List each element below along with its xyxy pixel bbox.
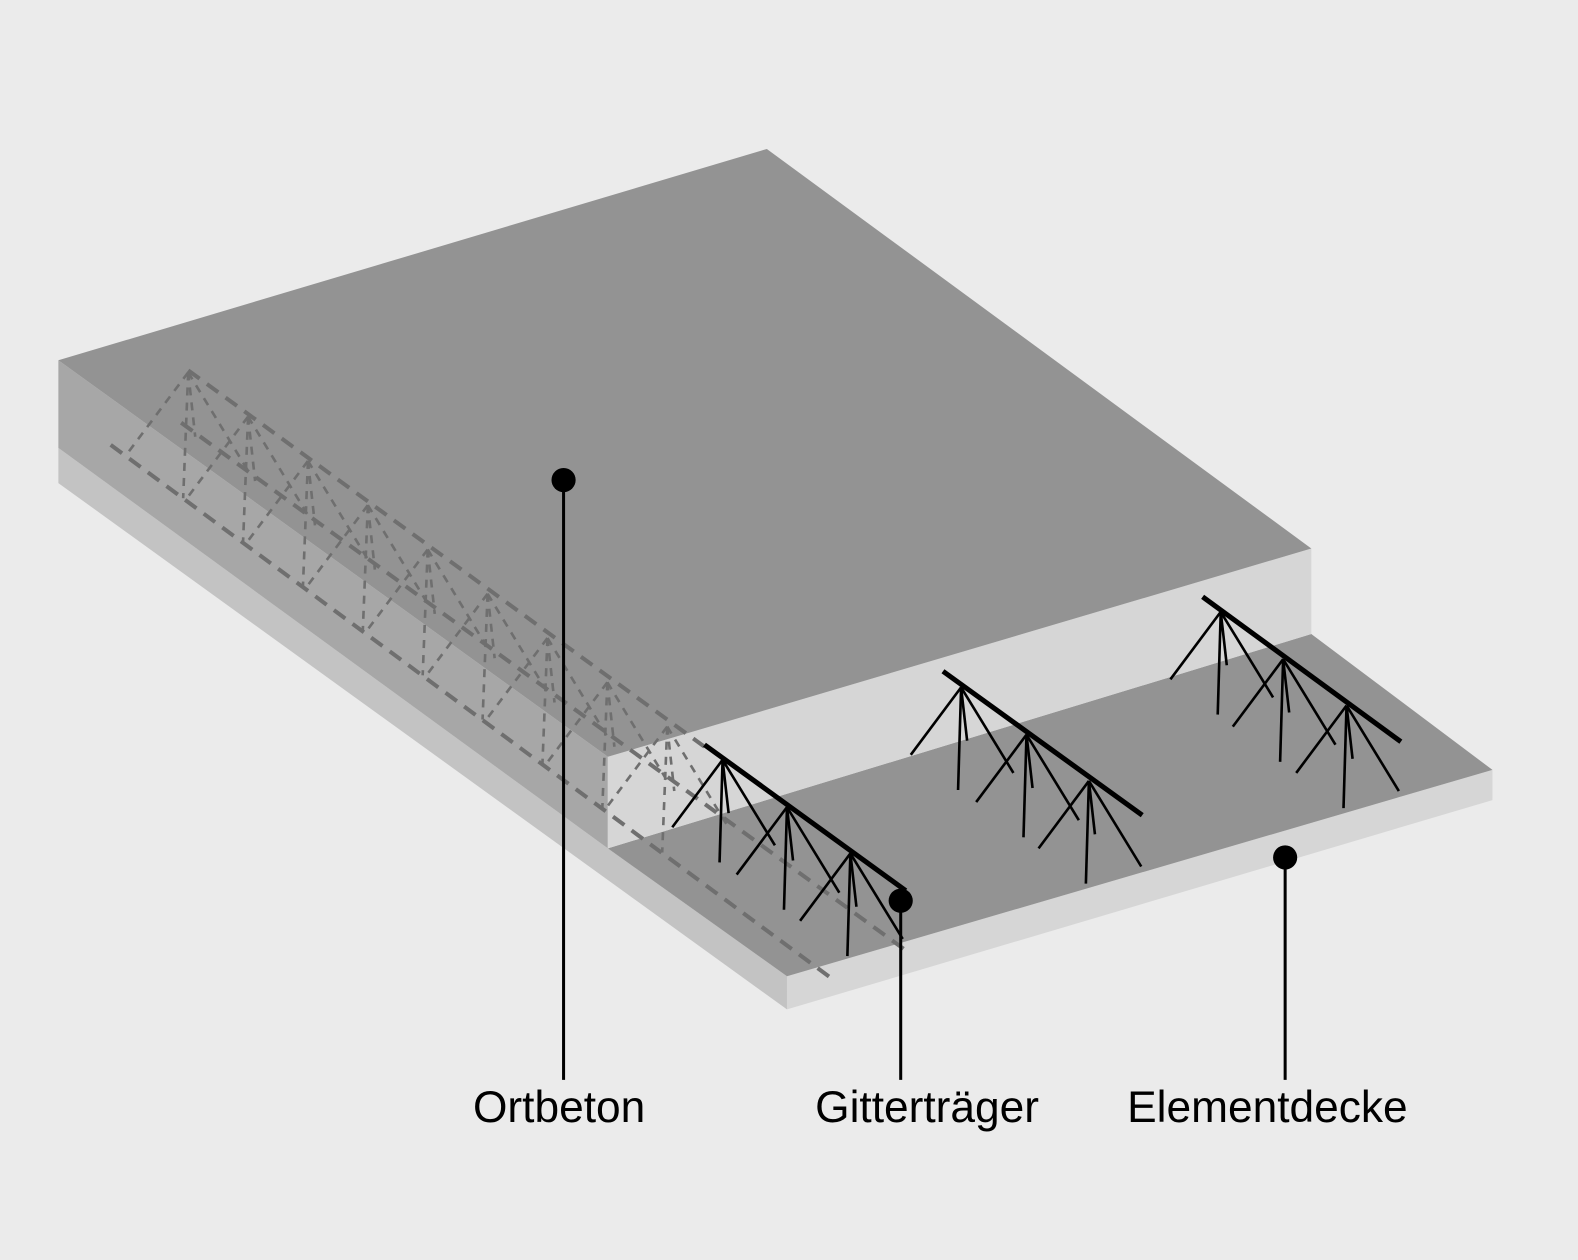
girder-leg [1084,780,1091,884]
elementdecke-top-face [607,634,1493,977]
hidden-girder-leg [361,505,370,632]
hidden-girder-leg [306,460,317,526]
hidden-girder-leg [241,416,250,543]
girder-leg [735,806,789,876]
girder-leg [718,759,724,863]
hidden-girder-leg [486,593,496,659]
hidden-girder-leg [187,371,252,476]
hidden-girder-leg [546,637,556,703]
elementdecke-left-face [58,447,787,1010]
girder-leg [909,686,963,756]
hidden-girder-leg [426,592,489,676]
girder-leg [782,807,789,910]
girder-leg [1231,658,1285,728]
hidden-girder-leg [486,637,549,720]
hidden-girder-leg [366,505,377,570]
hidden-girder-leg [666,725,731,830]
hidden-girder-leg [546,637,611,742]
marker-dot-elementdecke [1273,845,1298,870]
hidden-girder-leg [426,548,492,653]
hidden-girder-leg [606,681,671,786]
girder-leg [1022,734,1028,838]
hidden-girder-leg [606,682,616,747]
girder-leg [721,759,777,847]
label-ortbeton: Ortbeton [473,1083,645,1132]
hidden-girder-leg [301,460,310,587]
hidden-girder-leg [246,416,257,482]
lattice-girder-2 [909,669,1144,884]
ortbeton-left-face [58,360,608,849]
hidden-girder-leg [246,415,312,520]
girder-leg [1345,705,1354,759]
hidden-girder-leg [126,371,190,454]
hidden-girder-leg [246,460,309,543]
hidden-lattice-girder [109,368,912,983]
girder-top-chord [1201,594,1403,744]
hidden-girder-leg [665,726,676,792]
ortbeton-top-face [58,148,1312,757]
hidden-girder-bottom-chord [109,443,837,983]
hidden-girder-leg [426,549,437,615]
hidden-girder-leg [366,504,432,609]
girder-leg [959,686,1015,774]
girder-leg [1169,611,1222,681]
girder-leg [1345,704,1400,792]
hidden-girder-leg [481,593,489,720]
girder-leg [1025,734,1034,789]
girder-leg [849,853,858,907]
girder-top-chord [702,742,908,893]
girder-leg [959,687,969,741]
visible-lattice-girders [671,594,1403,957]
girder-leg [956,687,963,791]
elementdecke-slab [58,447,1493,1010]
girder-leg [785,806,795,861]
hidden-girder-leg [541,637,549,764]
girder-leg [721,759,730,814]
girder-leg [799,852,852,922]
hidden-girder-leg [605,725,669,808]
girder-leg [1087,780,1097,835]
marker-dot-gittertraeger [888,888,913,913]
girder-leg [1281,659,1291,713]
girder-top-chord [941,669,1144,818]
lattice-girder-1 [671,742,908,957]
hidden-girder-leg [181,372,190,499]
girder-leg [1216,611,1223,715]
marker-dot-ortbeton [551,467,576,493]
elementdecke-front-face [786,769,1493,1010]
callout-gittertraeger: Gitterträger [815,888,1039,1132]
hidden-girder-leg [421,549,430,676]
hidden-girder-leg [186,415,250,498]
label-gittertraeger: Gitterträger [815,1083,1039,1132]
hidden-girder-leg [486,593,552,698]
hidden-girder-top-chord [187,368,706,749]
hidden-girder-leg [186,372,197,437]
girder-leg [975,733,1028,803]
hidden-girder-leg [545,681,609,764]
girder-leg [1087,780,1143,868]
girder-leg [671,759,724,829]
girder-leg [849,852,904,940]
girder-leg [1342,705,1348,809]
callout-ortbeton: Ortbeton [473,467,645,1132]
girder-leg [1219,611,1229,666]
girder-leg [1278,659,1285,762]
hidden-girder-leg [660,726,669,853]
lattice-girder-3 [1169,594,1403,809]
girder-leg [846,853,852,957]
hidden-girder-leg [306,460,372,565]
girder-leg [1037,780,1090,850]
hidden-girder-leg [366,548,429,631]
label-elementdecke: Elementdecke [1127,1083,1408,1132]
hidden-girder-leg [306,504,369,587]
girder-leg [1295,704,1348,774]
hidden-girder-leg [601,682,609,809]
callout-elementdecke: Elementdecke [1127,845,1408,1132]
